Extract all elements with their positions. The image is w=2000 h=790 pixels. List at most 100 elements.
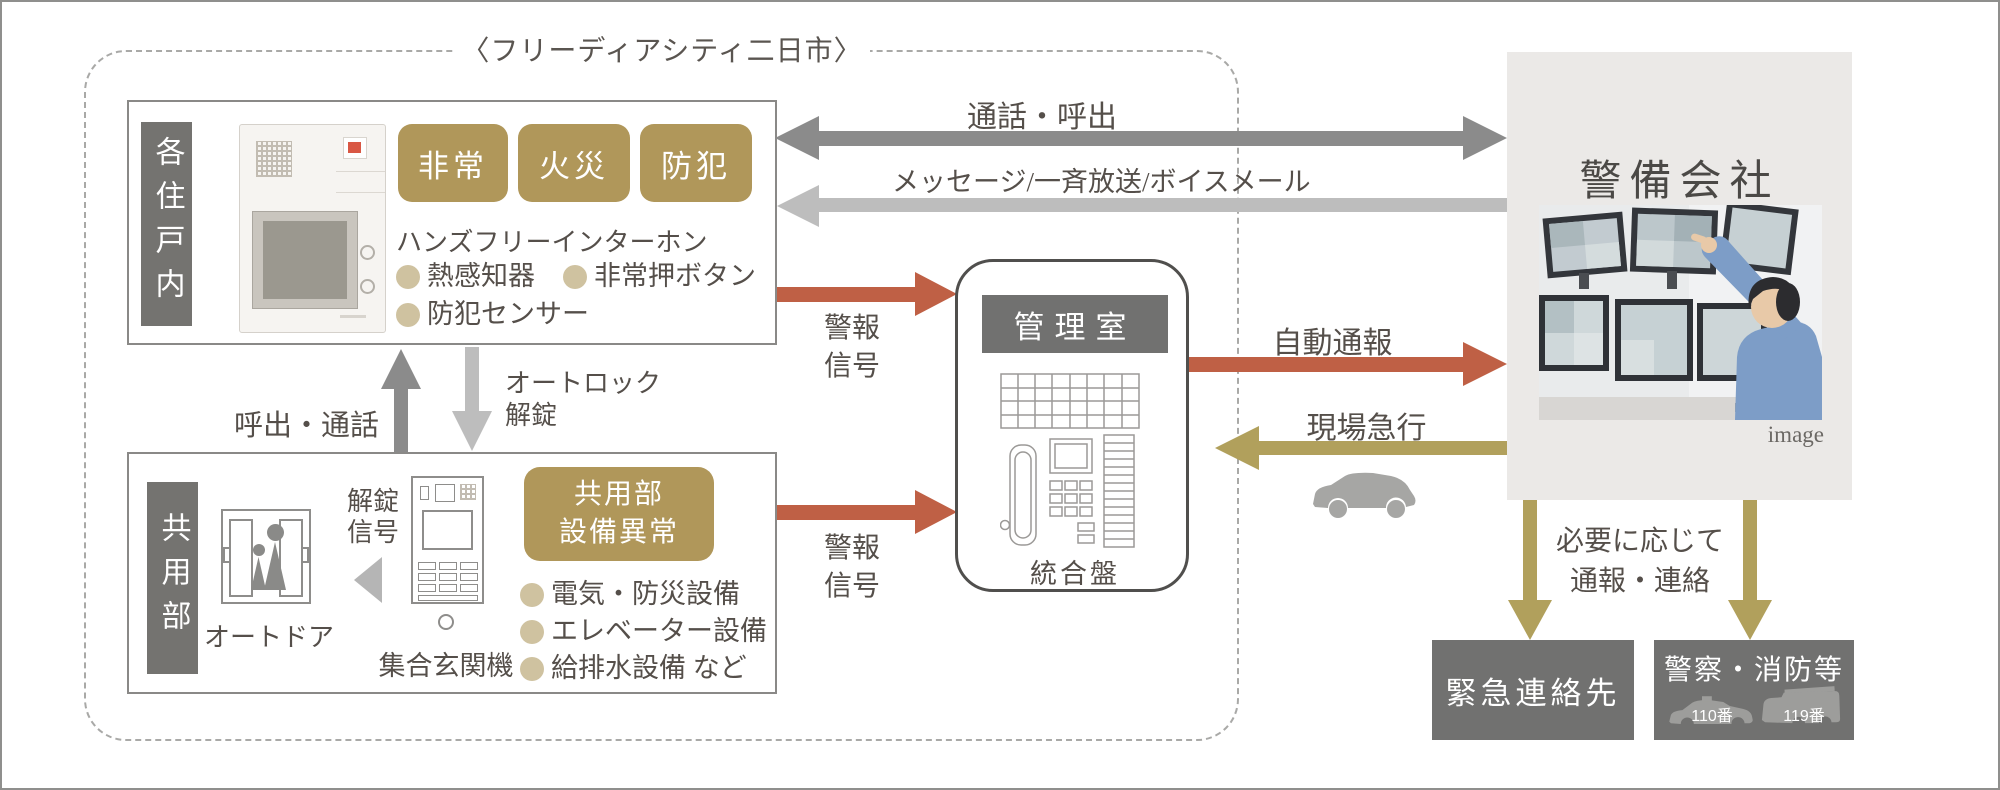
alert-button-fire: 火災 bbox=[518, 124, 630, 202]
unit-box: 各住戸内 非常 火災 防犯 ハンズフリーインターホン 熱感知器 非常押ボタン 防… bbox=[127, 100, 777, 345]
unit-feature-2: 非常押ボタン bbox=[563, 254, 756, 293]
bullet-icon bbox=[520, 620, 544, 644]
entrance-slot bbox=[460, 573, 478, 581]
common-feature-1-label: 電気・防災設備 bbox=[551, 579, 740, 609]
common-box: 共用部 オートドア 解錠 信号 bbox=[127, 452, 777, 694]
common-alert-line1: 共用部 bbox=[573, 479, 664, 510]
unit-feature-3: 防犯センサー bbox=[396, 292, 589, 331]
unlock-signal-line2: 信号 bbox=[346, 518, 399, 547]
call-flow-left-head bbox=[775, 116, 819, 160]
call-flow-label: 通話・呼出 bbox=[967, 101, 1117, 134]
entrance-slot bbox=[439, 562, 457, 570]
bullet-icon bbox=[396, 303, 420, 327]
autolock-label: オートロック 解錠 bbox=[505, 368, 661, 432]
entrance-slot bbox=[439, 573, 457, 581]
interphone-speaker-icon bbox=[256, 141, 292, 177]
person-child-head bbox=[253, 544, 265, 556]
auto-report-shaft bbox=[1189, 357, 1465, 372]
entrance-speaker-icon bbox=[460, 484, 476, 500]
common-feature-1: 電気・防災設備 bbox=[520, 572, 740, 611]
unit-side-label: 各住戸内 bbox=[141, 122, 192, 326]
entrance-slot bbox=[418, 584, 436, 592]
interphone-button-a bbox=[360, 245, 375, 260]
police-car-icon bbox=[1669, 696, 1753, 725]
interphone-screen-frame bbox=[252, 211, 358, 309]
common-feature-3: 給排水設備 など bbox=[520, 646, 747, 685]
auto-door-left-leaf bbox=[229, 519, 253, 597]
integrated-panel-caption: 統合盤 bbox=[1030, 559, 1120, 589]
unit-feature-1: 熱感知器 bbox=[396, 254, 535, 293]
interphone-screen bbox=[263, 221, 347, 299]
police-fire-box: 警察・消防等 110番 119番 bbox=[1654, 640, 1854, 740]
patrol-car-icon bbox=[1313, 472, 1416, 518]
alert-button-security: 防犯 bbox=[640, 124, 752, 202]
entrance-slot bbox=[418, 573, 436, 581]
alarm2-line2: 信号 bbox=[823, 571, 880, 602]
property-title: 〈フリーディアシティ二日市〉 bbox=[454, 32, 870, 72]
call-up-arrow-head bbox=[381, 349, 421, 389]
alert-button-emergency: 非常 bbox=[398, 124, 508, 202]
call-up-arrow-shaft bbox=[394, 387, 408, 452]
auto-door-left-rail bbox=[223, 547, 231, 563]
autolock-arrow-shaft bbox=[465, 347, 479, 413]
alarm1-line1: 警報 bbox=[823, 313, 880, 344]
message-flow-shaft bbox=[817, 198, 1507, 212]
alarm1-line2: 信号 bbox=[823, 351, 880, 382]
alarm1-head bbox=[915, 272, 957, 316]
police-badge: 110番 bbox=[1691, 708, 1733, 725]
as-needed-line2: 通報・連絡 bbox=[1569, 566, 1710, 597]
autolock-line1: オートロック bbox=[505, 369, 662, 398]
person-adult-head bbox=[267, 524, 284, 541]
auto-door-icon bbox=[221, 509, 311, 604]
control-room-header: 管理室 bbox=[982, 295, 1168, 353]
control-room-box: 管理室 統合盤 bbox=[955, 259, 1189, 592]
auto-door-caption: オートドア bbox=[204, 623, 335, 652]
common-feature-2: エレベーター設備 bbox=[520, 609, 767, 648]
interphone-alarm-button bbox=[343, 137, 367, 159]
auto-report-label: 自動通報 bbox=[1272, 327, 1393, 360]
integrated-panel-image bbox=[1000, 373, 1140, 548]
unit-feature-3-label: 防犯センサー bbox=[427, 299, 589, 329]
entrance-slot-wide bbox=[418, 595, 478, 601]
entrance-camera bbox=[420, 486, 429, 500]
fire-badge: 119番 bbox=[1783, 708, 1825, 725]
entrance-slot bbox=[460, 584, 478, 592]
rush-head bbox=[1215, 426, 1259, 470]
security-company-panel: 警備会社 image bbox=[1507, 52, 1852, 500]
common-feature-3-label: 給排水設備 など bbox=[551, 653, 747, 683]
unlock-signal-line1: 解錠 bbox=[346, 487, 399, 516]
autolock-line2: 解錠 bbox=[505, 401, 558, 430]
bullet-icon bbox=[520, 657, 544, 681]
as-needed-line1: 必要に応じて bbox=[1555, 526, 1724, 557]
call-flow-right-head bbox=[1463, 116, 1507, 160]
auto-report-head bbox=[1463, 342, 1507, 386]
notify-arrow-left-head bbox=[1508, 600, 1552, 640]
unlock-signal-label: 解錠 信号 bbox=[331, 486, 415, 548]
entrance-caption: 集合玄関機 bbox=[378, 651, 514, 681]
alarm2-label: 警報 信号 bbox=[793, 530, 911, 606]
auto-door-right-rail bbox=[301, 547, 309, 563]
entrance-slot bbox=[439, 584, 457, 592]
common-alert-line2: 設備異常 bbox=[558, 517, 679, 548]
interphone-image bbox=[239, 124, 386, 333]
interphone-button-b bbox=[360, 279, 375, 294]
message-flow-label: メッセージ/一斉放送/ボイスメール bbox=[892, 167, 1311, 197]
interphone-alarm-led bbox=[348, 142, 361, 153]
alarm2-head bbox=[915, 490, 957, 534]
common-side-label: 共用部 bbox=[147, 482, 198, 674]
common-alert-box: 共用部 設備異常 bbox=[524, 467, 714, 561]
security-room-photo bbox=[1539, 205, 1822, 420]
rush-shaft bbox=[1257, 441, 1507, 455]
interphone-caption: ハンズフリーインターホン bbox=[396, 228, 708, 257]
security-company-title: 警備会社 bbox=[1579, 159, 1780, 205]
entrance-circle-mark bbox=[438, 614, 454, 630]
entrance-screen bbox=[422, 510, 473, 550]
person-child-body bbox=[251, 557, 266, 590]
entrance-display-small bbox=[435, 484, 455, 502]
call-up-label: 呼出・通話 bbox=[233, 410, 379, 442]
call-flow-shaft bbox=[817, 131, 1465, 146]
bullet-icon bbox=[520, 583, 544, 607]
entrance-station-icon bbox=[411, 476, 484, 604]
fire-truck-icon bbox=[1761, 686, 1841, 724]
